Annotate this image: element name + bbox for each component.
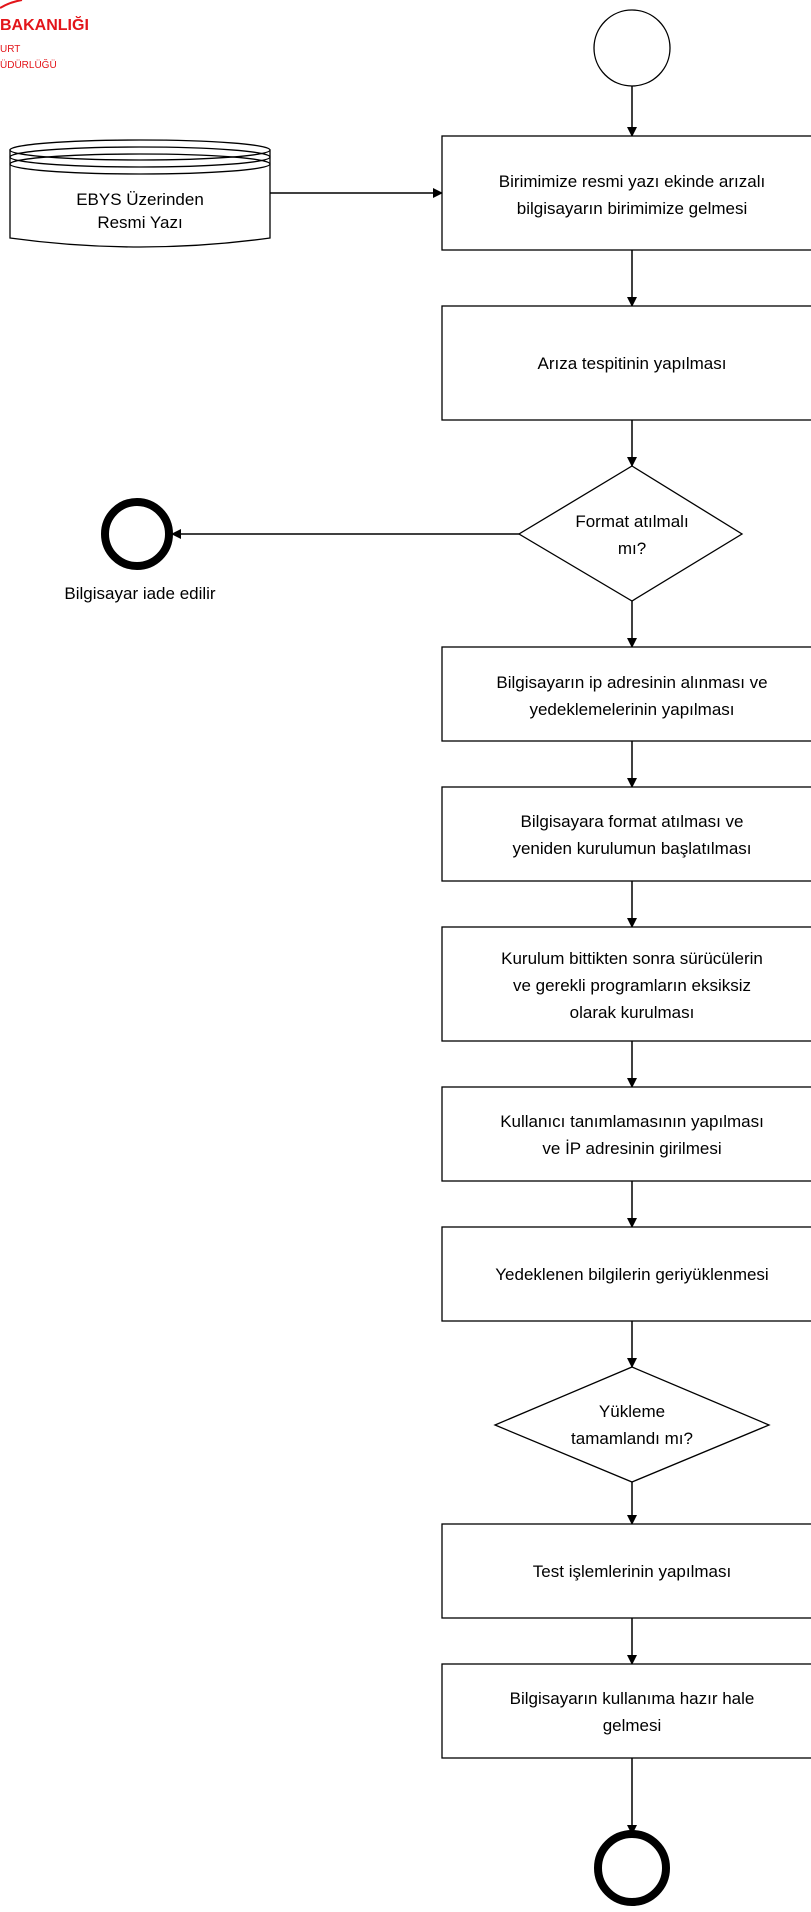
logo-line-2: URT bbox=[0, 44, 20, 55]
decision-text: Format atılmalı bbox=[575, 512, 688, 531]
step-text: yeniden kurulumun başlatılması bbox=[512, 839, 751, 858]
step-text: Bilgisayarın ip adresinin alınması ve bbox=[496, 673, 767, 692]
decision-2-diamond: Yükleme tamamlandı mı? bbox=[493, 1366, 771, 1483]
step-text: Test işlemlerinin yapılması bbox=[533, 1562, 731, 1581]
step-1-box: Birimimize resmi yazı ekinde arızalı bil… bbox=[441, 135, 811, 251]
step-2-box: Arıza tespitinin yapılması bbox=[441, 305, 811, 421]
step-9-box: Bilgisayarın kullanıma hazır hale gelmes… bbox=[441, 1663, 811, 1759]
step-text: olarak kurulması bbox=[570, 1003, 695, 1022]
decision-text: mı? bbox=[618, 539, 646, 558]
decision-1-diamond: Format atılmalı mı? bbox=[517, 465, 744, 602]
decision-text: tamamlandı mı? bbox=[571, 1429, 693, 1448]
step-text: Bilgisayara format atılması ve bbox=[521, 812, 744, 831]
document-line-1: EBYS Üzerinden bbox=[76, 190, 204, 209]
step-text: Bilgisayarın kullanıma hazır hale bbox=[510, 1689, 755, 1708]
step-text: bilgisayarın birimimize gelmesi bbox=[517, 199, 748, 218]
step-text: Yedeklenen bilgilerin geriyüklenmesi bbox=[495, 1265, 768, 1284]
step-text: Kullanıcı tanımlamasının yapılması bbox=[500, 1112, 764, 1131]
step-text: gelmesi bbox=[603, 1716, 662, 1735]
logo-line-1: BAKANLIĞI bbox=[0, 15, 89, 34]
end-node-returned bbox=[101, 498, 173, 570]
ministry-logo: BAKANLIĞI URT ÜDÜRLÜĞÜ bbox=[0, 0, 89, 71]
decision-text: Yükleme bbox=[599, 1402, 665, 1421]
step-8-box: Test işlemlerinin yapılması bbox=[441, 1523, 811, 1619]
step-text: Birimimize resmi yazı ekinde arızalı bbox=[499, 172, 765, 191]
step-text: yedeklemelerinin yapılması bbox=[529, 700, 734, 719]
step-3-box: Bilgisayarın ip adresinin alınması ve ye… bbox=[441, 646, 811, 742]
document-line-2: Resmi Yazı bbox=[97, 213, 182, 232]
start-node bbox=[593, 9, 671, 87]
step-text: Kurulum bittikten sonra sürücülerin bbox=[501, 949, 763, 968]
step-7-box: Yedeklenen bilgilerin geriyüklenmesi bbox=[441, 1226, 811, 1322]
step-6-box: Kullanıcı tanımlamasının yapılması ve İP… bbox=[441, 1086, 811, 1182]
step-4-box: Bilgisayara format atılması ve yeniden k… bbox=[441, 786, 811, 882]
step-text: ve İP adresinin girilmesi bbox=[542, 1139, 721, 1158]
step-text: ve gerekli programların eksiksiz bbox=[513, 976, 751, 995]
logo-line-3: ÜDÜRLÜĞÜ bbox=[0, 58, 57, 71]
step-text: Arıza tespitinin yapılması bbox=[538, 354, 727, 373]
end-node bbox=[594, 1830, 670, 1906]
document-ebys: EBYS Üzerinden Resmi Yazı bbox=[9, 139, 271, 248]
step-5-box: Kurulum bittikten sonra sürücülerin ve g… bbox=[441, 926, 811, 1042]
side-end-label: Bilgisayar iade edilir bbox=[64, 584, 216, 603]
